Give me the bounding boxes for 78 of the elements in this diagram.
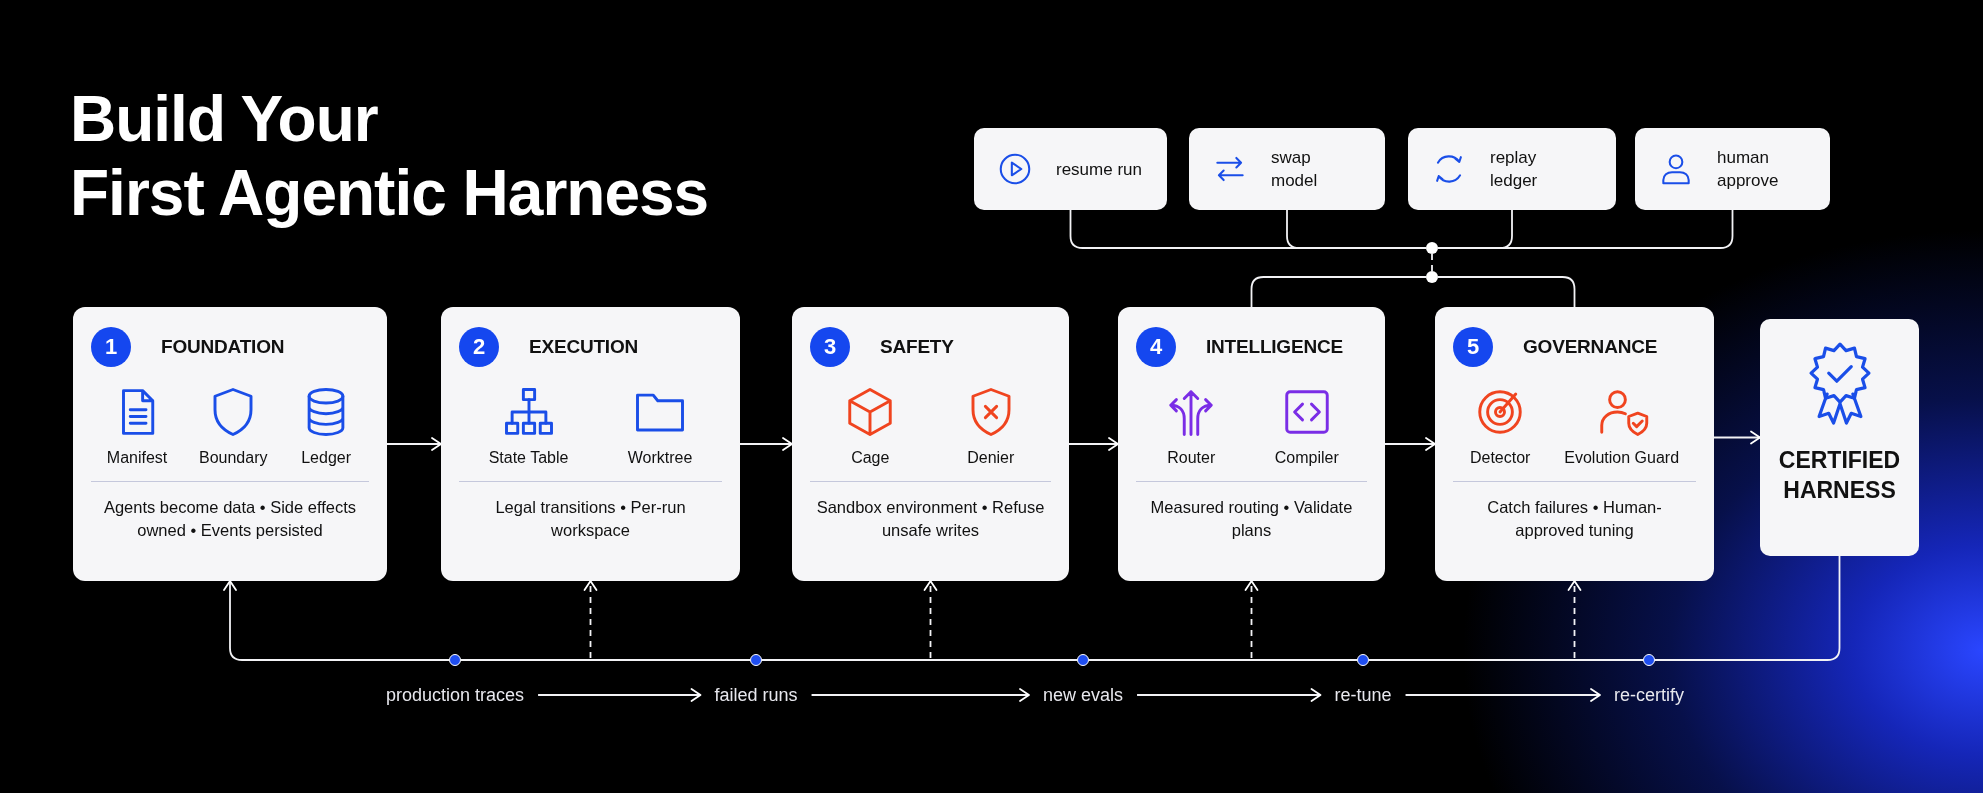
stage-description: Legal transitions • Per-run workspace xyxy=(494,497,687,541)
stage-description: Measured routing • Validate plans xyxy=(1149,497,1354,541)
junction-dot xyxy=(1077,654,1089,666)
stage-heading: SAFETY xyxy=(880,336,954,358)
step-number: 5 xyxy=(1453,327,1493,367)
connector-line xyxy=(1286,209,1427,249)
loop-step-label: re-tune xyxy=(1334,684,1392,706)
control-card xyxy=(974,128,1167,210)
junction-dot xyxy=(1357,654,1369,666)
connector-line xyxy=(1431,253,1433,272)
arrow xyxy=(1244,580,1259,659)
result-card xyxy=(1760,319,1919,556)
stage-description: Sandbox environment • Refuse unsafe writes xyxy=(815,497,1046,541)
loop-step-label: new evals xyxy=(1043,684,1124,706)
arrow xyxy=(1384,437,1436,451)
control-label: swap model xyxy=(1271,147,1319,192)
junction-dot xyxy=(1426,271,1438,283)
component-label: State Table xyxy=(488,449,569,467)
component-label: Ledger xyxy=(301,449,352,467)
junction-dot xyxy=(1426,242,1438,254)
loop-step-label: failed runs xyxy=(714,684,798,706)
stage-description: Catch failures • Human-approved tuning xyxy=(1486,497,1663,541)
arrow xyxy=(810,688,1030,702)
connector-line xyxy=(460,659,751,661)
connector-line xyxy=(1654,555,1841,661)
junction-dot xyxy=(449,654,461,666)
component-label: Detector xyxy=(1469,449,1531,467)
stage-description: Agents become data • Side effects owned • Events persisted xyxy=(102,497,358,541)
arrow xyxy=(1136,688,1322,702)
connector-line xyxy=(1437,209,1734,249)
component-label: Router xyxy=(1167,449,1216,467)
step-number: 1 xyxy=(91,327,131,367)
arrow xyxy=(1068,437,1119,451)
component-label: Boundary xyxy=(198,449,268,467)
component-label: Compiler xyxy=(1274,449,1339,467)
control-label: human approve xyxy=(1717,147,1780,192)
stage-heading: INTELLIGENCE xyxy=(1206,336,1343,358)
stage-card xyxy=(73,307,387,581)
arrow xyxy=(739,437,793,451)
control-label: resume run xyxy=(1056,158,1142,181)
step-number: 2 xyxy=(459,327,499,367)
component-label: Cage xyxy=(851,449,890,467)
arrow xyxy=(1567,580,1582,659)
component-label: Evolution Guard xyxy=(1564,449,1680,467)
stage-card xyxy=(1118,307,1385,581)
component-label: Worktree xyxy=(627,449,693,467)
stage-heading: FOUNDATION xyxy=(161,336,285,358)
stage-heading: GOVERNANCE xyxy=(1523,336,1658,358)
connector-line xyxy=(1250,276,1427,308)
connector-line xyxy=(1368,659,1644,661)
control-card xyxy=(1635,128,1830,210)
component-label: Manifest xyxy=(106,449,168,467)
component-label: Denier xyxy=(967,449,1015,467)
arrow xyxy=(223,580,450,661)
stage-card xyxy=(792,307,1069,581)
connector-line xyxy=(761,659,1078,661)
connector-line xyxy=(1437,276,1576,308)
arrow xyxy=(1404,688,1601,702)
loop-step-label: re-certify xyxy=(1614,684,1684,706)
arrow xyxy=(583,580,598,659)
control-card xyxy=(1189,128,1385,210)
stage-card xyxy=(1435,307,1714,581)
stage-heading: EXECUTION xyxy=(529,336,639,358)
arrow xyxy=(1713,430,1761,445)
connector-line xyxy=(1088,659,1358,661)
step-number: 3 xyxy=(810,327,850,367)
junction-dot xyxy=(750,654,762,666)
arrow xyxy=(923,580,938,659)
step-number: 4 xyxy=(1136,327,1176,367)
loop-step-label: production traces xyxy=(386,684,525,706)
control-label: replay ledger xyxy=(1490,147,1539,192)
control-card xyxy=(1408,128,1616,210)
arrow xyxy=(537,688,702,702)
arrow xyxy=(386,437,442,451)
title: Build Your First Agentic Harness xyxy=(70,82,709,230)
result-label: CERTIFIED HARNESS xyxy=(1777,446,1902,505)
junction-dot xyxy=(1643,654,1655,666)
stage-card xyxy=(441,307,740,581)
